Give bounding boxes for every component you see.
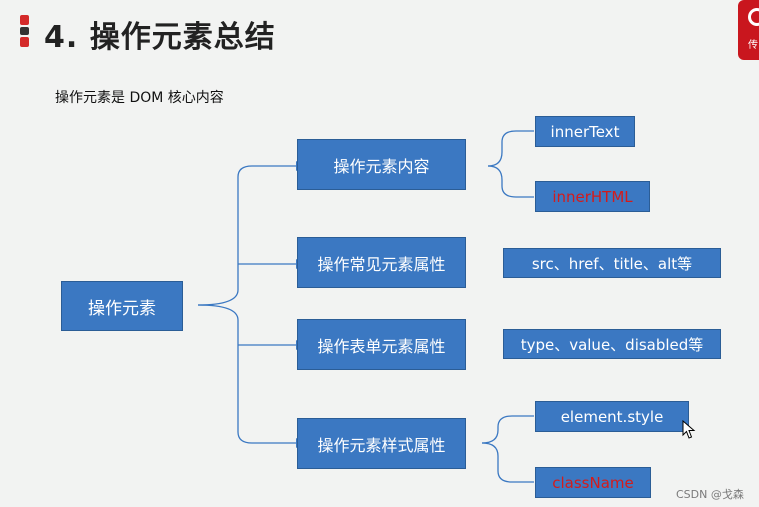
leaf-innertext: innerText (535, 116, 635, 147)
connector-to-style (197, 304, 296, 444)
branch-node-form-attrs: 操作表单元素属性 (297, 319, 466, 370)
brace-content-bottom (487, 165, 534, 198)
connector-to-content (197, 165, 296, 306)
leaf-innerhtml: innerHTML (535, 181, 650, 212)
brace-content-top (487, 130, 534, 167)
watermark: CSDN @戈森 (676, 488, 744, 501)
page-title: 4. 操作元素总结 (44, 20, 276, 55)
leaf-form-attrs: type、value、disabled等 (503, 329, 721, 359)
leaf-element-style: element.style (535, 401, 689, 432)
brace-style-top (481, 415, 534, 444)
branch-node-content: 操作元素内容 (297, 139, 466, 190)
brace-style-bottom (481, 442, 534, 483)
subtitle: 操作元素是 DOM 核心内容 (55, 90, 224, 106)
branch-node-style-attrs: 操作元素样式属性 (297, 418, 466, 469)
brand-logo-icon: 传 (738, 0, 759, 60)
leaf-classname: className (535, 467, 651, 498)
leaf-common-attrs: src、href、title、alt等 (503, 248, 721, 278)
mouse-cursor-icon (682, 420, 696, 439)
title-bullet-bottom (20, 37, 29, 47)
title-bullet-middle (20, 27, 29, 35)
branch-node-common-attrs: 操作常见元素属性 (297, 237, 466, 288)
title-bullet-top (20, 15, 29, 25)
root-node: 操作元素 (61, 281, 183, 331)
